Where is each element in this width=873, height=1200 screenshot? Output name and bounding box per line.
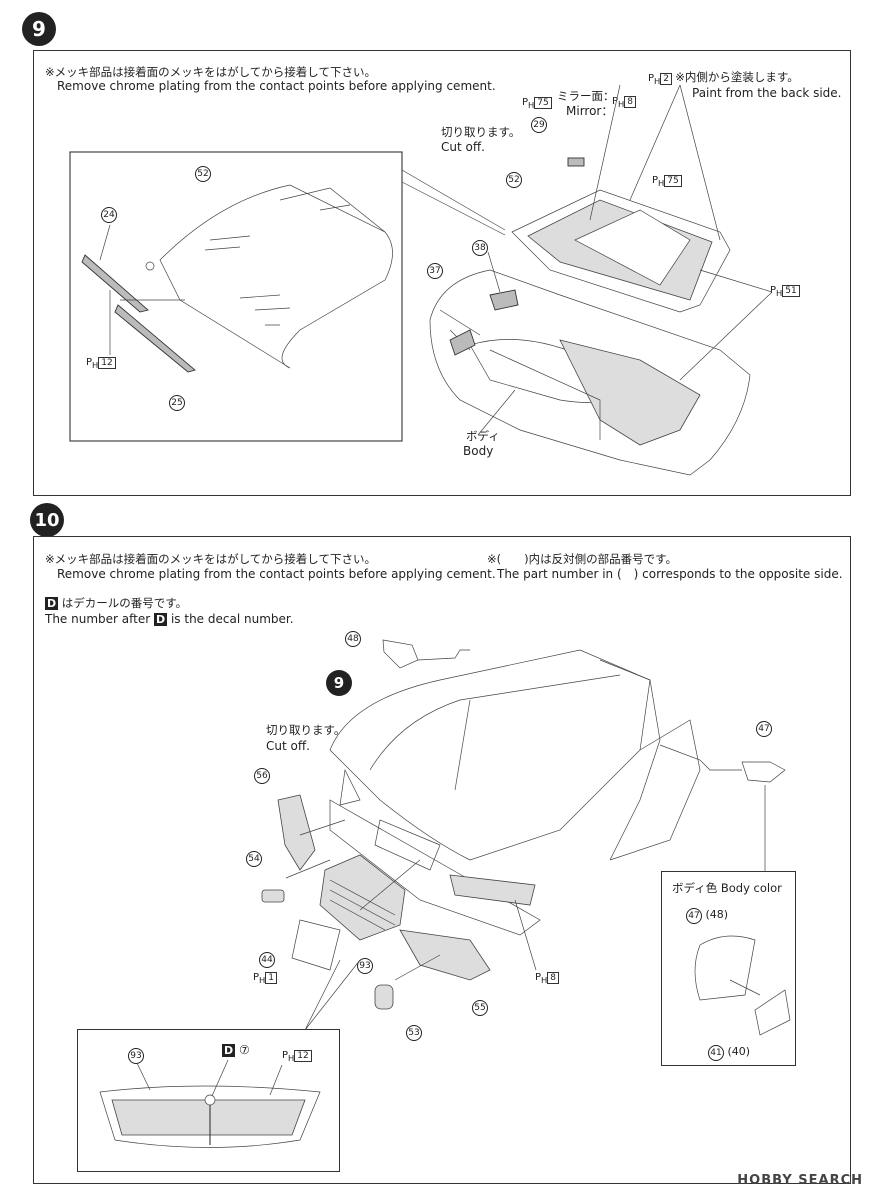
body-shell bbox=[429, 269, 751, 476]
headlight bbox=[449, 874, 536, 906]
part-48: 48 bbox=[345, 631, 361, 647]
decal-note-en: The number after D is the decal number. bbox=[45, 611, 294, 627]
step-9-panel bbox=[33, 50, 851, 496]
part-56: 56 bbox=[254, 768, 270, 784]
decal-note-en-pre: The number after bbox=[45, 612, 151, 626]
mirror-47-inset bbox=[694, 935, 756, 1001]
cutoff-en-9: Cut off. bbox=[441, 140, 485, 154]
decal-7-label: D ⑦ bbox=[222, 1043, 250, 1057]
paint-inside-en: Paint from the back side. bbox=[692, 86, 842, 100]
part-55: 55 bbox=[472, 1000, 488, 1016]
inset-windshield bbox=[159, 184, 393, 369]
step-9-note-jp: ※メッキ部品は接着面のメッキをはがしてから接着して下さい。 bbox=[45, 65, 376, 79]
watermark: HOBBY SEARCH bbox=[737, 1173, 863, 1188]
step-10-note-en: Remove chrome plating from the contact p… bbox=[57, 567, 496, 581]
wiper-detail-inset bbox=[69, 151, 403, 442]
ref-step-9-badge: 9 bbox=[326, 670, 352, 696]
body-color-label: ボディ色 Body color bbox=[672, 881, 782, 895]
decal-note-en-post: is the decal number. bbox=[170, 612, 294, 626]
decal-icon: D bbox=[45, 597, 59, 610]
mirror-glass-41 bbox=[754, 989, 791, 1036]
body-jp: ボディ bbox=[466, 429, 500, 443]
wiper-25 bbox=[114, 304, 196, 373]
wiper-24 bbox=[81, 254, 149, 313]
decal-icon-inline: D bbox=[154, 613, 168, 626]
step-10-badge: 10 bbox=[30, 503, 64, 537]
lamp-53 bbox=[374, 984, 394, 1010]
plate-44 bbox=[291, 919, 341, 971]
part-54: 54 bbox=[246, 851, 262, 867]
inset-leader-a bbox=[401, 169, 506, 231]
step-10-panel bbox=[33, 536, 851, 1184]
part-44: 44 bbox=[259, 952, 275, 968]
corner-lamp-55 bbox=[399, 929, 491, 981]
grille-inset bbox=[77, 1029, 340, 1172]
part-47-48-label: 47 (48) bbox=[686, 907, 728, 924]
step-10-note-jp: ※メッキ部品は接着面のメッキをはがしてから接着して下さい。 bbox=[45, 552, 376, 566]
mirror-47 bbox=[741, 761, 786, 783]
opposite-note-en: The part number in ( ) corresponds to th… bbox=[497, 567, 843, 581]
mirror-48 bbox=[382, 639, 419, 669]
paint-inside-jp: ※内側から塗装します。 bbox=[675, 70, 799, 84]
part-47: 47 bbox=[756, 721, 772, 737]
hood bbox=[329, 649, 651, 861]
part-52-inset: 52 bbox=[195, 166, 211, 182]
mirror-29 bbox=[567, 157, 585, 167]
step-10-illustration bbox=[99, 639, 791, 1148]
cutoff-jp-10: 切り取ります。 bbox=[266, 723, 346, 737]
part-93-inset: 93 bbox=[128, 1048, 144, 1064]
decal-note-jp-text: はデカールの番号です。 bbox=[61, 596, 188, 610]
part-52: 52 bbox=[506, 172, 522, 188]
body-en: Body bbox=[463, 444, 494, 458]
part-53: 53 bbox=[406, 1025, 422, 1041]
part-38: 38 bbox=[472, 240, 488, 256]
step-9-badge: 9 bbox=[22, 12, 56, 46]
interior-shade bbox=[559, 339, 701, 446]
step-9-illustration bbox=[69, 84, 773, 476]
step-9-note-en: Remove chrome plating from the contact p… bbox=[57, 79, 496, 93]
decal-note-jp: D はデカールの番号です。 bbox=[45, 595, 187, 611]
inset-leader-b bbox=[401, 181, 506, 236]
part-41-40-label: 41 (40) bbox=[708, 1044, 750, 1061]
opposite-note-jp: ※( )内は反対側の部品番号です。 bbox=[487, 552, 677, 566]
part-37: 37 bbox=[427, 263, 443, 279]
grille-inset-drawing bbox=[99, 1085, 321, 1148]
cutoff-jp-9: 切り取ります。 bbox=[441, 125, 521, 139]
part-93: 93 bbox=[357, 958, 373, 974]
fog-lamp-56 bbox=[277, 794, 316, 871]
mirror-face-en: Mirror： bbox=[566, 104, 614, 118]
window-glass bbox=[511, 189, 731, 313]
part-25: 25 bbox=[169, 395, 185, 411]
cutoff-en-10: Cut off. bbox=[266, 739, 310, 753]
body-color-inset bbox=[661, 871, 796, 1066]
part-24: 24 bbox=[101, 207, 117, 223]
part-29: 29 bbox=[531, 117, 547, 133]
lamp-54 bbox=[261, 889, 285, 903]
mirror-face-jp: ミラー面： bbox=[557, 89, 615, 103]
